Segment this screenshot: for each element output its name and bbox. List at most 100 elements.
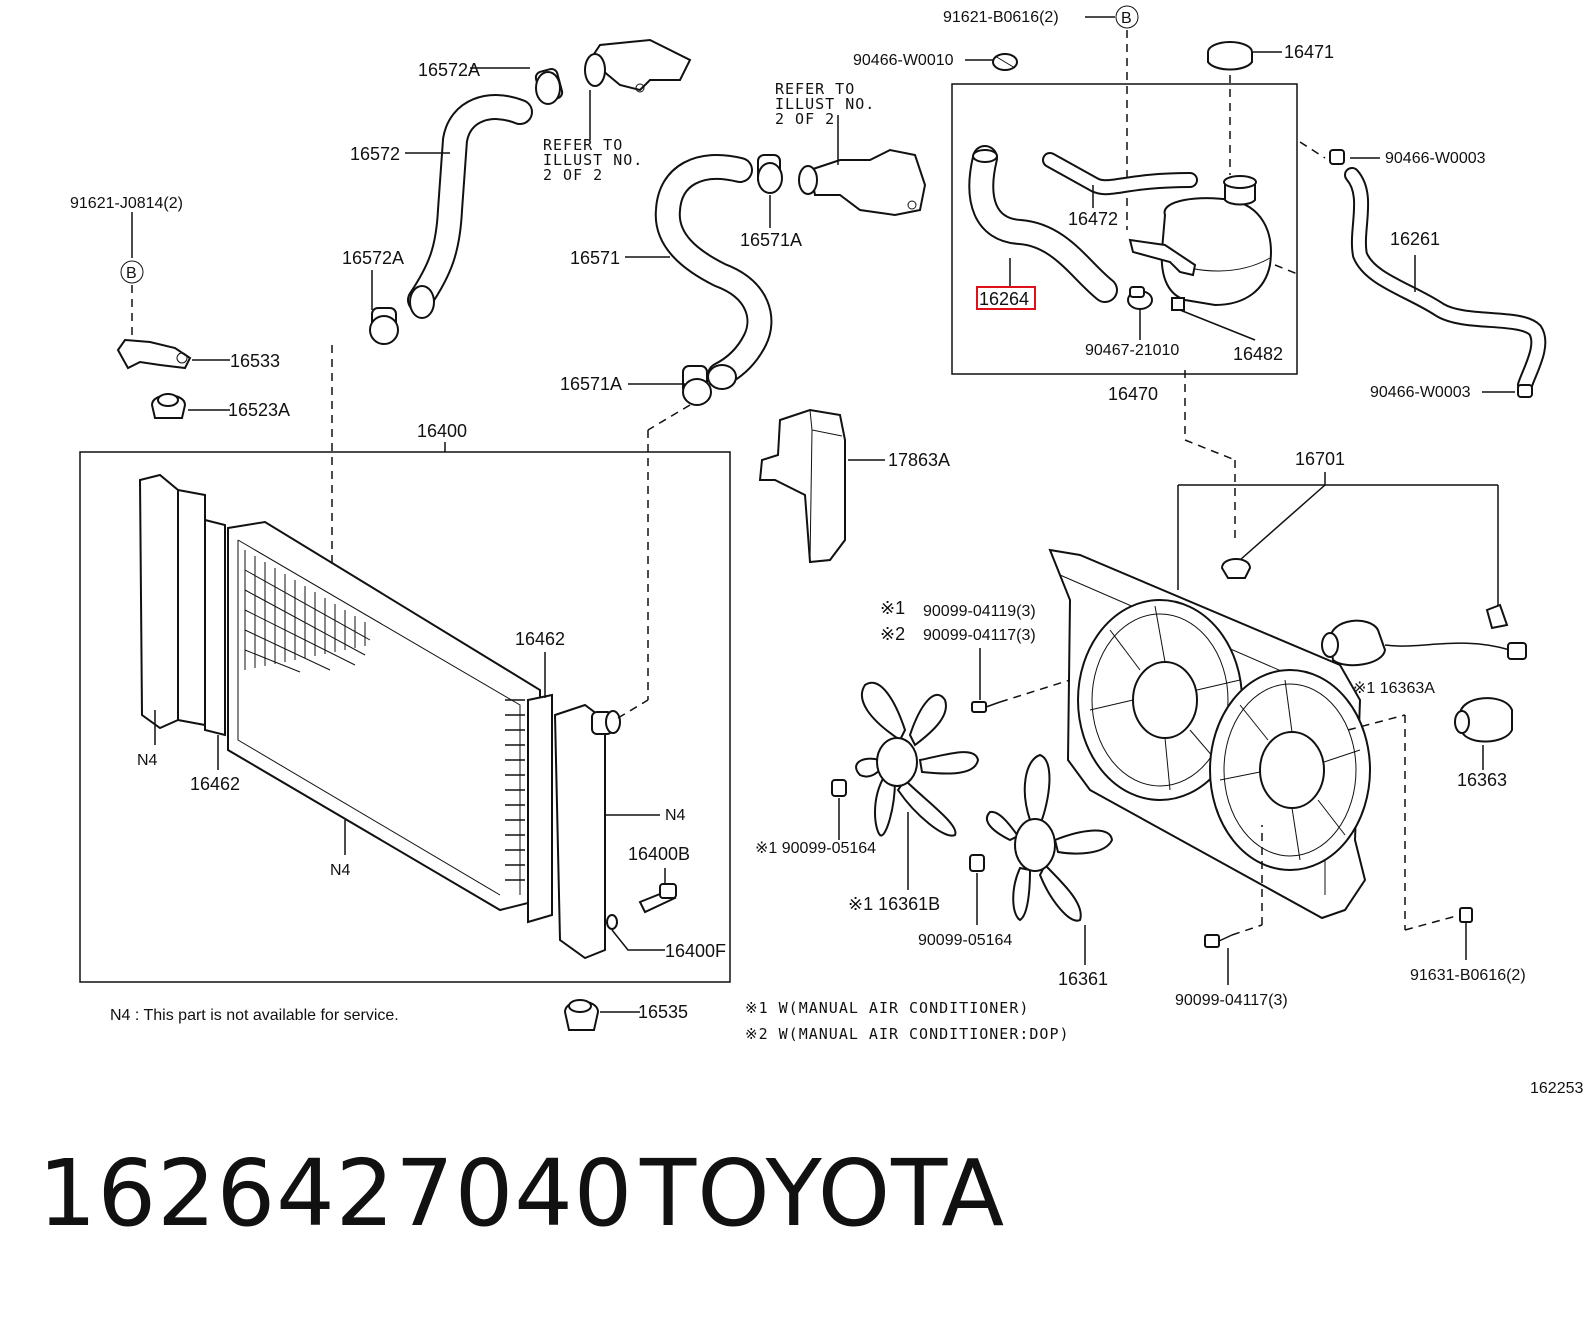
bolt-90099-04117-bot[interactable]: [1204, 934, 1233, 948]
bolt-91631-B0616[interactable]: [1459, 907, 1473, 935]
note2-mark-top: ※2: [880, 624, 905, 644]
label-90467-21010: 90467-21010: [1085, 342, 1179, 359]
note1-mark-top: ※1: [880, 598, 905, 618]
duct-17863A[interactable]: [758, 408, 846, 564]
cushion-16523A[interactable]: [150, 393, 187, 419]
label-16471: 16471: [1284, 42, 1334, 62]
label-16361: 16361: [1058, 969, 1108, 989]
marker-b-right: B: [1115, 5, 1139, 29]
label-16363: 16363: [1457, 770, 1507, 790]
label-16363A: ※1 16363A: [1353, 680, 1435, 697]
hose-16472[interactable]: [1042, 152, 1198, 196]
clip-90466-W0003-top[interactable]: [1329, 149, 1345, 165]
brand-name: TOYOTA: [640, 1140, 1006, 1247]
label-16572A-top: 16572A: [418, 60, 480, 80]
svg-text:B: B: [1121, 10, 1132, 27]
clamp-16571A-top[interactable]: [757, 154, 783, 194]
label-16462-left: 16462: [190, 774, 240, 794]
clip-90466-W0010[interactable]: [992, 53, 1018, 71]
water-inlet: [798, 148, 927, 217]
fan-motor-16363[interactable]: [1454, 697, 1513, 743]
label-16400B: 16400B: [628, 844, 690, 864]
label-16264[interactable]: 16264: [979, 289, 1029, 309]
label-90466-W0003-top: 90466-W0003: [1385, 150, 1486, 167]
hose-16572[interactable]: [407, 94, 533, 319]
marker-b-left: B: [120, 260, 144, 284]
label-90099-04117-top: 90099-04117(3): [923, 627, 1036, 644]
svg-text:REFER TO: REFER TO: [543, 136, 623, 154]
water-outlet: [584, 38, 692, 93]
n4-note: N4 : This part is not available for serv…: [110, 1007, 399, 1024]
svg-text:ILLUST NO.: ILLUST NO.: [775, 95, 875, 113]
label-16571A-top: 16571A: [740, 230, 802, 250]
drain-cock-16400B[interactable]: [638, 883, 677, 914]
oring-16400F[interactable]: [606, 914, 618, 930]
label-91621-B0616: 91621-B0616(2): [943, 9, 1059, 26]
label-16470: 16470: [1108, 384, 1158, 404]
radiator-core-16400[interactable]: [138, 473, 621, 960]
label-16361B: ※1 16361B: [848, 894, 940, 914]
clamp-16572A-mid[interactable]: [369, 307, 399, 345]
clamp-16572A-top[interactable]: [534, 68, 564, 105]
reservoir-tank-16482[interactable]: [1128, 175, 1272, 311]
reservoir-group-box: [951, 83, 1298, 375]
grommet-16701[interactable]: [1220, 558, 1252, 579]
clamp-90467-21010[interactable]: [1127, 286, 1153, 310]
label-90099-05164-left: ※1 90099-05164: [755, 840, 876, 857]
label-16261: 16261: [1390, 229, 1440, 249]
bracket-16533[interactable]: [116, 338, 192, 370]
refer-note-left: REFER TO ILLUST NO. 2 OF 2: [543, 136, 643, 184]
clip-16701[interactable]: [1485, 603, 1509, 630]
cushion-16535[interactable]: [563, 999, 600, 1031]
fan-16361B[interactable]: [855, 681, 980, 837]
label-16482: 16482: [1233, 344, 1283, 364]
label-91631-B0616: 91631-B0616(2): [1410, 967, 1526, 984]
label-16571A-bot: 16571A: [560, 374, 622, 394]
svg-text:REFER TO: REFER TO: [775, 80, 855, 98]
cap-16471[interactable]: [1207, 41, 1253, 71]
label-90466-W0003-bot: 90466-W0003: [1370, 384, 1471, 401]
svg-text:2 OF 2: 2 OF 2: [543, 166, 603, 184]
hose-16571[interactable]: [654, 154, 773, 390]
label-n4-bottom: N4: [330, 862, 351, 879]
label-16400F: 16400F: [665, 941, 726, 961]
label-16533: 16533: [230, 351, 280, 371]
svg-text:ILLUST NO.: ILLUST NO.: [543, 151, 643, 169]
label-90466-W0010: 90466-W0010: [853, 52, 954, 69]
fan-shroud-16701[interactable]: [1048, 548, 1371, 920]
svg-text:B: B: [126, 265, 137, 282]
label-16523A: 16523A: [228, 400, 290, 420]
part-number: 1626427040: [38, 1140, 634, 1247]
label-16572: 16572: [350, 144, 400, 164]
label-16571: 16571: [570, 248, 620, 268]
label-16462-right: 16462: [515, 629, 565, 649]
radiator-group-box: [79, 451, 731, 983]
fan-motor-16363A[interactable]: [1321, 619, 1527, 667]
clamp-16571A-bot[interactable]: [682, 365, 712, 406]
fan-16361[interactable]: [985, 753, 1114, 922]
legend-note-2: ※2 W(MANUAL AIR CONDITIONER:DOP): [745, 1025, 1070, 1043]
label-n4-left: N4: [137, 752, 158, 769]
legend-note-1: ※1 W(MANUAL AIR CONDITIONER): [745, 999, 1029, 1017]
clip-90466-W0003-bot[interactable]: [1517, 384, 1533, 398]
refer-note-right: REFER TO ILLUST NO. 2 OF 2: [775, 80, 875, 128]
label-16472: 16472: [1068, 209, 1118, 229]
hose-16264[interactable]: [968, 145, 1118, 303]
label-90099-04119: 90099-04119(3): [923, 603, 1036, 620]
label-16400: 16400: [417, 421, 467, 441]
label-16535: 16535: [638, 1002, 688, 1022]
label-n4-right: N4: [665, 807, 686, 824]
label-90099-04117-bot: 90099-04117(3): [1175, 992, 1288, 1009]
label-16701: 16701: [1295, 449, 1345, 469]
label-17863A: 17863A: [888, 450, 950, 470]
label-91621-J0814: 91621-J0814(2): [70, 195, 183, 212]
label-16572A-mid: 16572A: [342, 248, 404, 268]
diagram-id: 162253: [1530, 1080, 1583, 1097]
highlight-16264: [976, 286, 1036, 310]
hose-16261[interactable]: [1344, 167, 1547, 393]
svg-text:2 OF 2: 2 OF 2: [775, 110, 835, 128]
nut-90099-05164-left[interactable]: [831, 779, 847, 797]
bolt-90099-04119[interactable]: [971, 701, 1001, 713]
nut-90099-05164-mid[interactable]: [969, 854, 985, 872]
